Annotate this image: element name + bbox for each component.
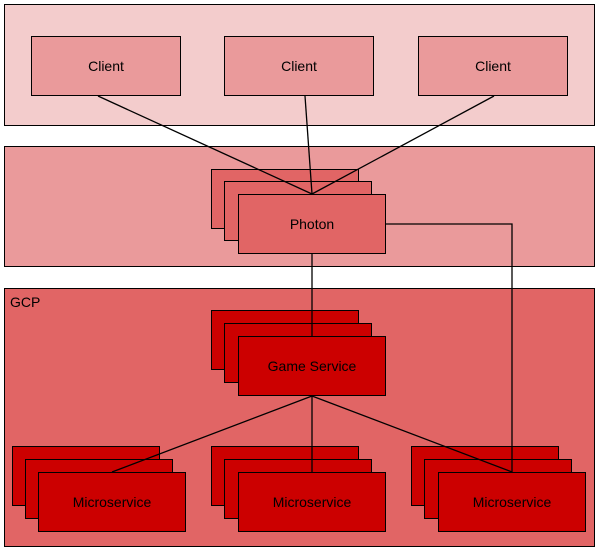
microservice-node-label: Microservice [472, 494, 552, 510]
microservice-node-label: Microservice [72, 494, 152, 510]
game-service-node: Game Service [238, 336, 386, 396]
game-service-node-label: Game Service [267, 358, 357, 374]
client-node-1: Client [31, 36, 181, 96]
microservice-node-1: Microservice [38, 472, 186, 532]
client-node-label: Client [281, 58, 317, 74]
gcp-layer-label: GCP [10, 294, 41, 310]
photon-node: Photon [238, 194, 386, 254]
microservice-node-2: Microservice [238, 472, 386, 532]
client-node-label: Client [475, 58, 511, 74]
client-node-label: Client [88, 58, 124, 74]
microservice-node-label: Microservice [272, 494, 352, 510]
client-node-3: Client [418, 36, 568, 96]
microservice-node-3: Microservice [438, 472, 586, 532]
client-node-2: Client [224, 36, 374, 96]
photon-node-label: Photon [289, 216, 335, 232]
